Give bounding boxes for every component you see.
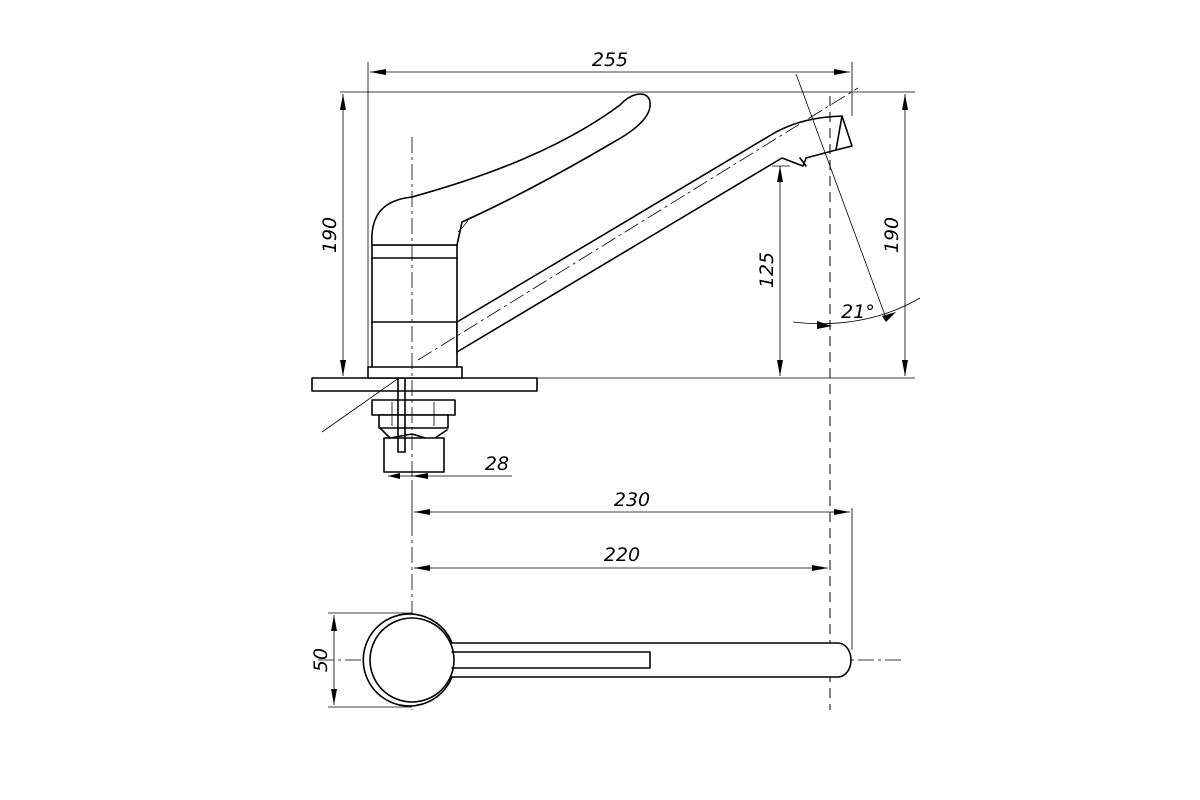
dim-label-230: 230 [614, 489, 650, 511]
dim-label-50: 50 [310, 648, 332, 672]
dim-label-28: 28 [485, 453, 509, 475]
deck-plate [311, 377, 538, 392]
side-view [311, 62, 915, 480]
mounting-nut [371, 377, 456, 473]
dimension-125: 125 [756, 166, 783, 376]
top-body-circle [369, 617, 455, 703]
dimension-230: 230 [414, 489, 853, 650]
dimension-28: 28 [388, 453, 512, 479]
dim-label-190-right: 190 [881, 217, 903, 253]
dim-label-190-left: 190 [319, 217, 341, 253]
top-spout-slot [451, 651, 651, 669]
dimension-angle-21: 21° [792, 297, 921, 329]
dim-label-220: 220 [604, 544, 640, 566]
dim-label-21-deg: 21° [841, 301, 875, 323]
dimension-50: 50 [310, 615, 337, 705]
dimension-220: 220 [414, 544, 828, 571]
top-view: 50 [310, 480, 902, 710]
aerator [799, 115, 843, 167]
outlet-axis [795, 73, 887, 319]
spout-axis [417, 87, 859, 361]
dim-label-125: 125 [756, 252, 778, 288]
dimension-255: 255 [370, 49, 850, 75]
lever-handle [371, 93, 651, 246]
top-spout-outline [362, 613, 852, 707]
spout [456, 115, 853, 353]
dimension-190-right: 190 [881, 94, 908, 376]
faucet-body [367, 244, 463, 379]
dimension-190-left: 190 [319, 94, 346, 376]
dim-label-255: 255 [592, 49, 628, 71]
